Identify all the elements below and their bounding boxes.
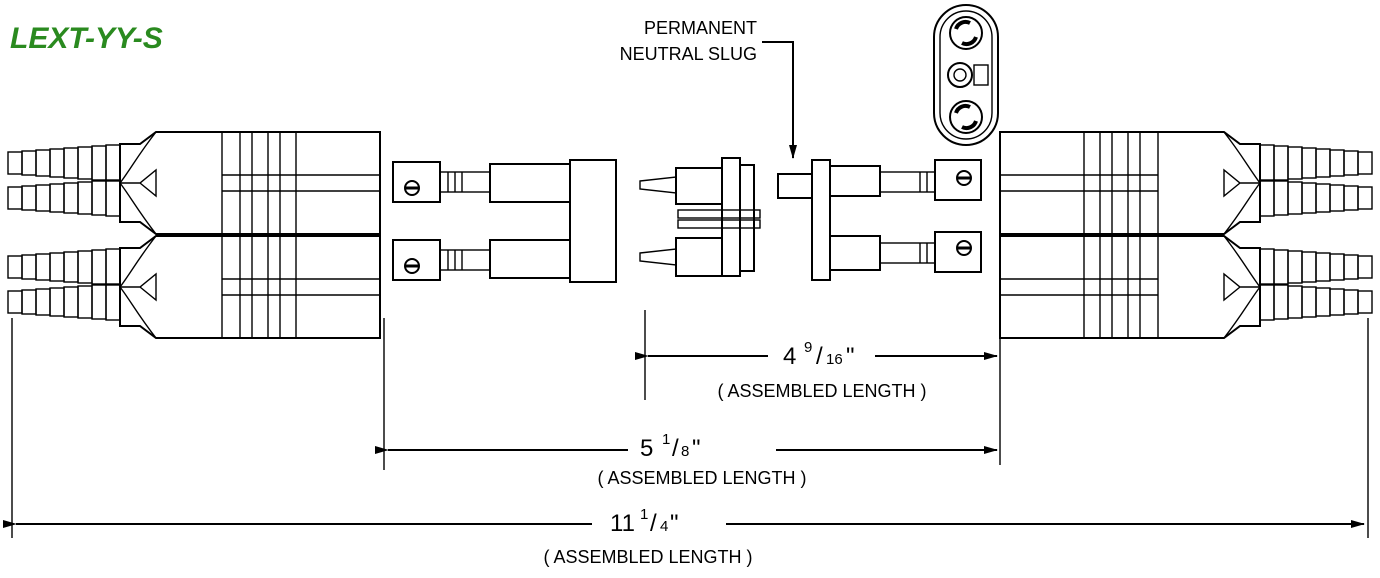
- right-plug-with-slug: [777, 159, 982, 281]
- left-adapter: [392, 159, 617, 283]
- dimension-value-unit: ": [692, 435, 701, 462]
- dimension-value-numerator: 1: [640, 506, 648, 523]
- part-number-title: LEXT-YY-S: [10, 22, 163, 55]
- dimension-assembled-5-1-8: 5 1 / 8 " ( ASSEMBLED LENGTH ): [375, 431, 998, 488]
- right-y-cable-top: [1000, 132, 1372, 234]
- dimension-assembled-4-9-16: 4 9 / 16 " ( ASSEMBLED LENGTH ): [635, 339, 998, 401]
- neutral-slug-callout: PERMANENT NEUTRAL SLUG: [620, 18, 797, 159]
- callout-line-2: NEUTRAL SLUG: [620, 44, 757, 64]
- dimension-value-whole: 4: [783, 343, 796, 370]
- dimension-value-whole: 5: [640, 435, 653, 462]
- dimension-note: ( ASSEMBLED LENGTH ): [597, 468, 806, 488]
- dimension-value-denominator: 8: [681, 443, 689, 460]
- dimension-value-denominator: 4: [660, 518, 668, 535]
- dimension-value-whole: 11: [610, 510, 635, 537]
- dimension-value-unit: ": [670, 510, 679, 537]
- svg-text:/: /: [816, 343, 823, 370]
- dimension-note: ( ASSEMBLED LENGTH ): [543, 547, 752, 567]
- dimension-value-denominator: 16: [826, 351, 843, 368]
- dimension-note: ( ASSEMBLED LENGTH ): [717, 381, 926, 401]
- permanent-neutral-slug: [777, 173, 813, 199]
- right-y-cable-bottom: [1000, 236, 1372, 338]
- svg-text:/: /: [672, 435, 679, 462]
- dimension-value-numerator: 9: [804, 339, 812, 356]
- callout-leader-arrow: [762, 41, 797, 159]
- svg-text:/: /: [650, 510, 657, 537]
- dimension-value-unit: ": [846, 343, 855, 370]
- dimension-assembled-11-1-4: 11 1 / 4 " ( ASSEMBLED LENGTH ): [2, 506, 1365, 567]
- center-plug: [639, 157, 761, 277]
- left-y-cable-bottom: [8, 236, 380, 338]
- callout-line-1: PERMANENT: [644, 18, 757, 38]
- extension-lines: [11, 310, 1369, 538]
- connector-end-view: [933, 4, 999, 146]
- left-y-cable-top: [8, 132, 380, 234]
- dimension-value-numerator: 1: [662, 431, 670, 448]
